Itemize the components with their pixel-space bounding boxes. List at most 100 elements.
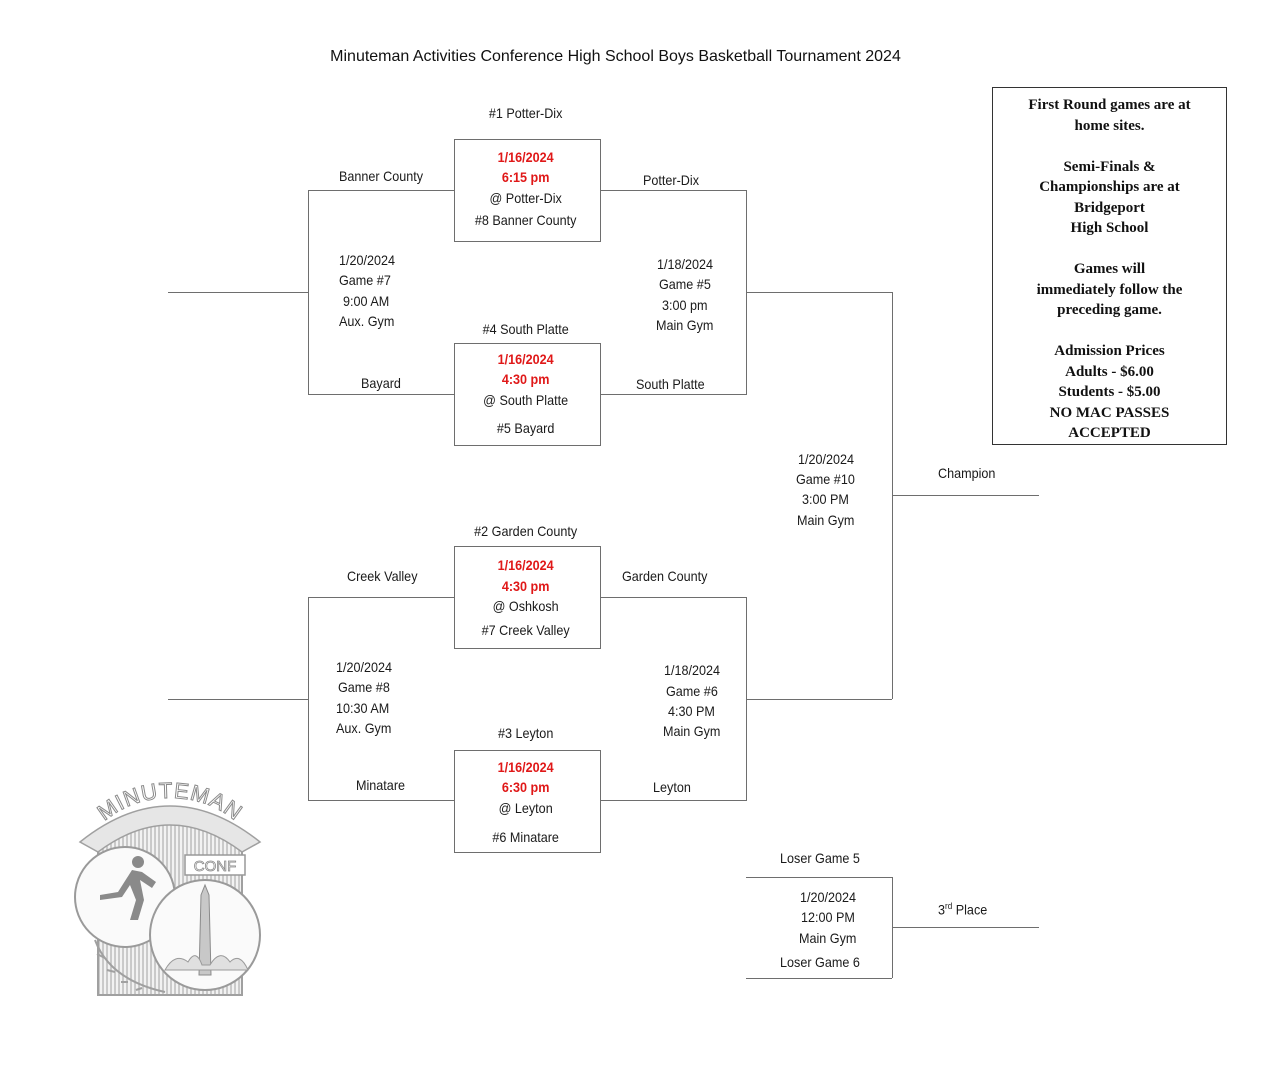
game-info: Loser Game 5 bbox=[780, 850, 860, 866]
info-line: Semi-Finals & bbox=[1063, 158, 1156, 175]
minuteman-conf-logo: MINUTEMAN CONF bbox=[74, 780, 262, 996]
runner-icon bbox=[100, 856, 156, 920]
bracket-line bbox=[308, 190, 455, 191]
info-line: Students - $5.00 bbox=[1058, 384, 1161, 400]
laurel-icon bbox=[94, 939, 166, 993]
bracket-line bbox=[308, 597, 309, 800]
game-box bbox=[454, 139, 601, 242]
bracket-line bbox=[746, 978, 892, 979]
page-title: Minuteman Activities Conference High Sch… bbox=[330, 48, 901, 65]
info-line: Games will bbox=[1073, 261, 1146, 277]
bracket-line bbox=[892, 927, 1039, 928]
game-info: Aux. Gym bbox=[339, 313, 395, 329]
game-info: 3:00 PM bbox=[802, 491, 849, 507]
bracket-line bbox=[892, 495, 1039, 496]
game-site: @ Leyton bbox=[498, 800, 553, 816]
game-info: Main Gym bbox=[799, 930, 857, 946]
game-info: 3:00 pm bbox=[662, 297, 708, 313]
seed-label: #7 Creek Valley bbox=[481, 622, 570, 638]
game-info: Game #10 bbox=[796, 471, 855, 487]
info-line: Bridgeport bbox=[1074, 199, 1145, 216]
info-line: High School bbox=[1070, 220, 1149, 236]
team-name: Minatare bbox=[356, 777, 406, 793]
game-info: Game #5 bbox=[659, 276, 711, 292]
info-line: preceding game. bbox=[1057, 302, 1162, 318]
seed-label: #3 Leyton bbox=[497, 725, 554, 741]
seed-label: #4 South Platte bbox=[482, 321, 569, 337]
game-site: @ South Platte bbox=[483, 392, 569, 408]
seed-label: #8 Banner County bbox=[474, 212, 577, 228]
champion-label: Champion bbox=[938, 465, 996, 481]
seed-label: #6 Minatare bbox=[492, 829, 559, 845]
third-place-ordinal: rd bbox=[945, 901, 953, 911]
info-line: immediately follow the bbox=[1036, 281, 1183, 298]
game-info: Main Gym bbox=[797, 512, 855, 528]
team-name: Garden County bbox=[622, 568, 708, 584]
info-line: ACCEPTED bbox=[1068, 425, 1151, 441]
info-line bbox=[993, 136, 1226, 157]
game-info: Game #8 bbox=[338, 679, 390, 695]
game-info: 1/18/2024 bbox=[657, 256, 714, 272]
game-time: 4:30 pm bbox=[501, 578, 550, 594]
info-line bbox=[993, 239, 1226, 260]
bracket-line bbox=[600, 394, 747, 395]
bracket-line bbox=[308, 800, 455, 801]
info-line: Adults - $6.00 bbox=[1065, 363, 1154, 380]
bracket-line bbox=[746, 877, 892, 878]
game-date: 1/16/2024 bbox=[497, 351, 554, 367]
game-info: 10:30 AM bbox=[336, 700, 390, 716]
game-date: 1/16/2024 bbox=[497, 759, 554, 775]
team-name: South Platte bbox=[636, 376, 705, 392]
game-date: 1/16/2024 bbox=[497, 149, 554, 165]
game-info: Loser Game 6 bbox=[780, 954, 860, 970]
third-place-text: Place bbox=[952, 901, 988, 918]
game-info: Main Gym bbox=[663, 723, 721, 739]
third-place-label: 3rd Place bbox=[938, 896, 987, 920]
game-info: 1/20/2024 bbox=[800, 889, 857, 905]
game-info: Game #7 bbox=[339, 272, 391, 288]
game-box bbox=[454, 343, 601, 446]
game-time: 6:30 pm bbox=[501, 779, 550, 795]
bracket-line bbox=[308, 190, 309, 394]
info-line: Championships are at bbox=[1039, 179, 1180, 195]
game-info: 12:00 PM bbox=[801, 909, 855, 925]
bracket-line bbox=[168, 292, 308, 293]
game-time: 4:30 pm bbox=[501, 371, 550, 387]
info-line: NO MAC PASSES bbox=[1049, 404, 1170, 421]
info-box: First Round games are at home sites. Sem… bbox=[992, 87, 1227, 445]
team-name: Creek Valley bbox=[347, 568, 418, 584]
logo-conf-text: CONF bbox=[194, 858, 237, 875]
game-info: 1/18/2024 bbox=[664, 662, 721, 678]
game-box bbox=[454, 750, 601, 853]
bracket-line bbox=[308, 394, 455, 395]
game-date: 1/16/2024 bbox=[497, 557, 554, 573]
bracket-line bbox=[308, 597, 455, 598]
info-line bbox=[993, 321, 1226, 342]
seed-label: #5 Bayard bbox=[496, 420, 555, 436]
team-name: Bayard bbox=[361, 375, 401, 391]
seed-label: #1 Potter-Dix bbox=[488, 105, 563, 121]
bracket-line bbox=[168, 699, 308, 700]
game-info: Aux. Gym bbox=[336, 720, 392, 736]
team-name: Banner County bbox=[339, 168, 424, 184]
game-info: Game #6 bbox=[666, 683, 718, 699]
game-site: @ Oshkosh bbox=[492, 598, 559, 614]
game-info: 9:00 AM bbox=[343, 293, 390, 309]
info-line: First Round games are at bbox=[1028, 97, 1191, 113]
team-name: Leyton bbox=[653, 779, 691, 795]
bracket-line bbox=[746, 597, 747, 800]
third-place-number: 3 bbox=[938, 901, 946, 918]
game-time: 6:15 pm bbox=[501, 169, 550, 185]
team-name: Potter-Dix bbox=[643, 172, 700, 188]
bracket-line bbox=[746, 699, 892, 700]
game-info: 1/20/2024 bbox=[798, 451, 855, 467]
game-info: 4:30 PM bbox=[668, 703, 715, 719]
game-info: Main Gym bbox=[656, 317, 714, 333]
info-line: home sites. bbox=[1074, 117, 1145, 134]
bracket-line bbox=[600, 190, 747, 191]
bracket-line bbox=[600, 597, 747, 598]
game-site: @ Potter-Dix bbox=[489, 190, 562, 206]
game-info: 1/20/2024 bbox=[336, 659, 393, 675]
game-info: 1/20/2024 bbox=[339, 252, 396, 268]
monument-icon bbox=[164, 883, 249, 976]
